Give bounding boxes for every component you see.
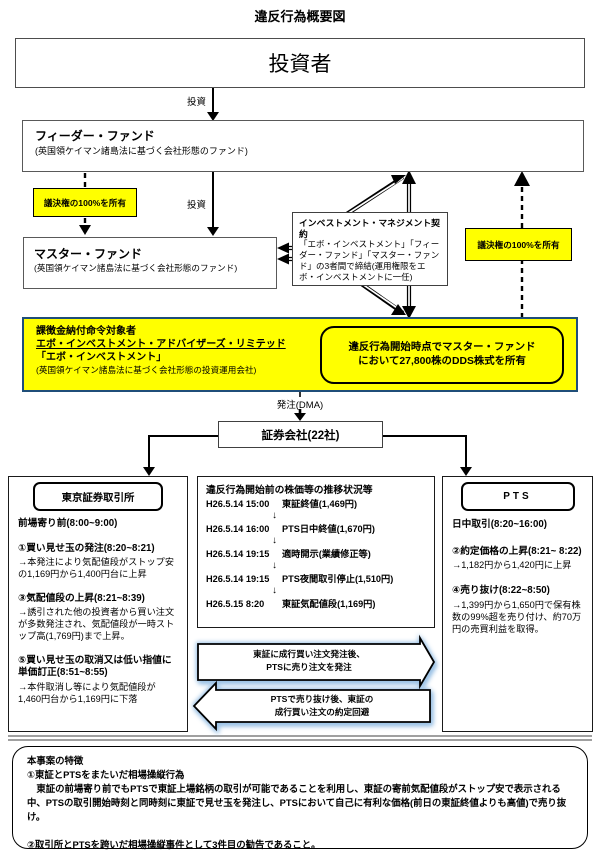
- pts-block-2-body: →1,399円から1,650円で保有株数の99%超を売り付け、約70万円の売買利…: [452, 599, 582, 635]
- down-arrow-icon: ↓: [272, 535, 277, 546]
- invest-label-mid: 投資: [186, 200, 206, 211]
- surcharge-line1: 課徴金納付命令対象者: [36, 326, 136, 337]
- timeline-row: H26.5.14 19:15 PTS夜間取引停止(1,510円): [206, 574, 428, 586]
- tse-block-3-title: ⑤買い見せ玉の取消又は低い指値に単価訂正(8:51~8:55): [18, 654, 172, 679]
- tse-column: 東京証券取引所 前場寄り前(8:00~9:00) ①買い見せ玉の発注(8:20~…: [8, 476, 188, 732]
- timeline-time: H26.5.14 15:00: [206, 498, 270, 509]
- pts-block-2: ④売り抜け(8:22~8:50) →1,399円から1,650円で保有株数の99…: [452, 585, 583, 635]
- pts-session: 日中取引(8:20~16:00): [452, 519, 548, 530]
- case-features-header: 本事案の特徴: [27, 755, 84, 766]
- timeline-desc: PTS日中終値(1,670円): [282, 523, 375, 534]
- timeline-row: H26.5.14 15:00 東証終値(1,469円): [206, 499, 428, 511]
- banner-to-pts-line1: 東証に成行買い注文発注後、: [253, 649, 365, 659]
- order-dma-label: 発注(DMA): [276, 400, 324, 411]
- pts-header-pill: PTS: [460, 482, 575, 511]
- banner-from-pts-text: PTSで売り抜け後、東証の 成行買い注文の約定回避: [222, 693, 422, 719]
- tse-block-2-title: ③気配値段の上昇(8:21~8:39): [18, 592, 145, 604]
- timeline-desc: 適時開示(業績修正等): [282, 548, 371, 559]
- pts-block-1: ②約定価格の上昇(8:21~ 8:22) →1,182円から1,420円に上昇: [452, 546, 583, 572]
- feeder-fund-box: フィーダー・ファンド (英国領ケイマン諸島法に基づく会社形態のファンド): [22, 120, 584, 172]
- securities-companies-label: 証券会社(22社): [261, 429, 340, 442]
- surcharge-line3: 「エボ・インベストメント」: [36, 352, 167, 364]
- timeline-column: 違反行為開始前の株価等の推移状況等 H26.5.14 15:00 東証終値(1,…: [197, 476, 435, 628]
- case-feature-1-body: 東証の前場寄り前でもPTSで東証上場銘柄の取引が可能であることを利用し、東証の寄…: [27, 783, 567, 823]
- case-features-box: 本事案の特徴 ①東証とPTSをまたいだ相場操縦行為 東証の前場寄り前でもPTSで…: [12, 746, 588, 850]
- holding-note-line2: において27,800株のDDS株式を所有: [358, 356, 526, 367]
- timeline-desc: 東証終値(1,469円): [282, 498, 358, 509]
- im-contract-title: インベストメント・マネジメント契約: [299, 218, 440, 239]
- timeline-time: H26.5.14 19:15: [206, 573, 270, 584]
- timeline-row: H26.5.15 8:20 東証気配値段(1,169円): [206, 599, 428, 611]
- case-feature-2: ②取引所とPTSを跨いだ相場操縦事件として3件目の勧告であること。: [27, 838, 321, 850]
- feeder-fund-title: フィーダー・ファンド: [35, 129, 155, 143]
- tse-block-3: ⑤買い見せ玉の取消又は低い指値に単価訂正(8:51~8:55) →本件取消し等に…: [18, 655, 178, 706]
- timeline-desc: 東証気配値段(1,169円): [282, 598, 376, 609]
- master-fund-subtitle: (英国領ケイマン諸島法に基づく会社形態のファンド): [34, 262, 238, 273]
- master-fund-box: マスター・ファンド (英国領ケイマン諸島法に基づく会社形態のファンド): [23, 237, 277, 289]
- banner-to-pts-line2: PTSに売り注文を発注: [266, 662, 352, 672]
- pts-block-1-title: ②約定価格の上昇(8:21~ 8:22): [452, 545, 582, 557]
- timeline-desc: PTS夜間取引停止(1,510円): [282, 573, 394, 584]
- im-contract-box: インベストメント・マネジメント契約 「エボ・インベストメント」「フィーダー・ファ…: [292, 212, 448, 286]
- holding-note-line1: 違反行為開始時点でマスター・ファンド: [348, 341, 536, 353]
- tse-header-pill: 東京証券取引所: [33, 482, 163, 511]
- tse-block-1-title: ①買い見せ玉の発注(8:20~8:21): [18, 542, 155, 554]
- invest-label-top: 投資: [186, 97, 206, 108]
- tse-block-1: ①買い見せ玉の発注(8:20~8:21) →本発注により気配値段がストップ安の1…: [18, 543, 178, 581]
- down-arrow-icon: ↓: [272, 560, 277, 571]
- tse-block-2: ③気配値段の上昇(8:21~8:39) →誘引された他の投資者から買い注文が多数…: [18, 593, 178, 643]
- banner-arrow-right: [197, 634, 436, 690]
- timeline-time: H26.5.14 16:00: [206, 523, 270, 534]
- timeline-header: 違反行為開始前の株価等の推移状況等: [206, 485, 373, 496]
- tse-block-2-body: →誘引された他の投資者から買い注文が多数発注され、気配値段が一時ストップ高(1,…: [18, 607, 175, 642]
- pts-block-2-title: ④売り抜け(8:22~8:50): [452, 585, 550, 597]
- pts-header-label: PTS: [503, 491, 532, 502]
- feeder-fund-subtitle: (英国領ケイマン諸島法に基づく会社形態のファンド): [35, 145, 248, 156]
- case-feature-1-title: ①東証とPTSをまたいだ相場操縦行為: [27, 769, 185, 781]
- banner-from-pts-line2: 成行買い注文の約定回避: [274, 707, 370, 717]
- master-fund-title: マスター・ファンド: [34, 247, 143, 261]
- voting-rights-left-box: 議決権の100%を所有: [33, 188, 137, 217]
- timeline-time: H26.5.15 8:20: [206, 598, 265, 609]
- pts-column: PTS 日中取引(8:20~16:00) ②約定価格の上昇(8:21~ 8:22…: [442, 476, 593, 732]
- tse-header-label: 東京証券取引所: [61, 493, 135, 504]
- banner-from-pts-line1: PTSで売り抜け後、東証の: [270, 694, 374, 704]
- banner-arrow-left: [192, 680, 431, 732]
- timeline-time: H26.5.14 19:15: [206, 548, 270, 559]
- tse-block-1-body: →本発注により気配値段がストップ安の1,169円から1,400円台に上昇: [18, 557, 175, 580]
- surcharge-line2: エボ・インベストメント・アドバイザーズ・リミテッド: [36, 339, 286, 351]
- page-title: 違反行為概要図: [254, 9, 346, 24]
- holding-note-box: 違反行為開始時点でマスター・ファンド において27,800株のDDS株式を所有: [320, 326, 564, 384]
- investor-label: 投資者: [268, 53, 332, 76]
- down-arrow-icon: ↓: [272, 585, 277, 596]
- timeline-row: H26.5.14 16:00 PTS日中終値(1,670円): [206, 524, 428, 536]
- securities-companies-box: 証券会社(22社): [218, 421, 383, 448]
- pts-block-1-body: →1,182円から1,420円に上昇: [452, 560, 572, 571]
- timeline-row: H26.5.14 19:15 適時開示(業績修正等): [206, 549, 428, 561]
- im-contract-body: 「エボ・インベストメント」「フィーダー・ファンド」「マスター・ファンド」の3者間…: [299, 239, 440, 282]
- tse-block-3-body: →本件取消し等により気配値段が1,460円台から1,169円に下落: [18, 681, 156, 704]
- surcharge-line4: (英国領ケイマン諸島法に基づく会社形態の投資運用会社): [36, 364, 257, 375]
- banner-to-pts-text: 東証に成行買い注文発注後、 PTSに売り注文を発注: [206, 648, 412, 674]
- investor-box: 投資者: [15, 38, 585, 88]
- voting-rights-right-box: 議決権の100%を所有: [465, 228, 572, 261]
- down-arrow-icon: ↓: [272, 510, 277, 521]
- tse-session: 前場寄り前(8:00~9:00): [18, 518, 118, 529]
